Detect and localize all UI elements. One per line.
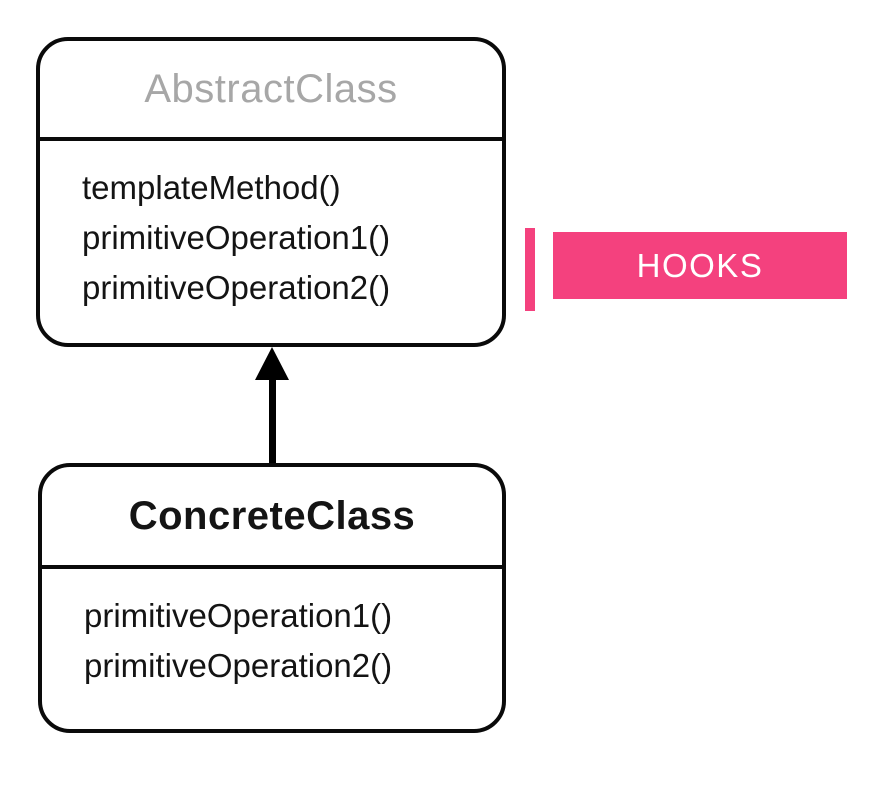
- method-item: primitiveOperation2(): [84, 647, 393, 684]
- hooks-badge-label: HOOKS: [636, 246, 764, 284]
- abstract-class-title: AbstractClass: [144, 66, 398, 111]
- method-item: primitiveOperation2(): [82, 269, 391, 306]
- concrete-class-methods: primitiveOperation1() primitiveOperation…: [42, 569, 502, 691]
- hooks-marker-bar: [525, 228, 535, 311]
- abstract-class-header: AbstractClass: [40, 41, 502, 141]
- abstract-class-methods: templateMethod() primitiveOperation1() p…: [40, 141, 502, 313]
- concrete-class-title: ConcreteClass: [128, 493, 416, 538]
- inheritance-arrow-stem: [269, 372, 276, 464]
- method-item: primitiveOperation1(): [84, 597, 393, 634]
- hooks-badge: HOOKS: [553, 232, 847, 299]
- abstract-class-box: AbstractClass templateMethod() primitive…: [36, 37, 506, 347]
- method-item: primitiveOperation1(): [82, 219, 391, 256]
- concrete-class-box: ConcreteClass primitiveOperation1() prim…: [38, 463, 506, 733]
- concrete-class-header: ConcreteClass: [42, 467, 502, 569]
- method-item: templateMethod(): [82, 169, 341, 206]
